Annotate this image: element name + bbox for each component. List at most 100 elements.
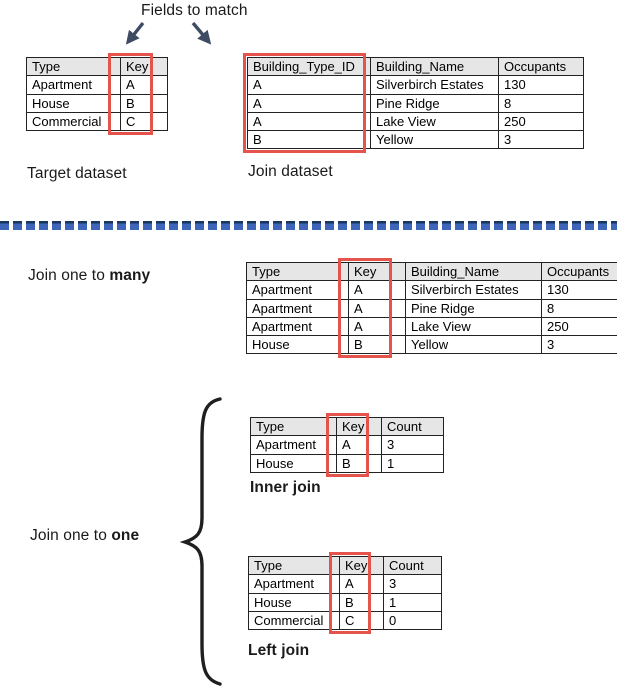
table-cell: 8 (541, 298, 617, 318)
column-header: Key (348, 261, 406, 282)
join-one-to-many-label-bold: many (109, 267, 151, 284)
table-cell: 3 (541, 335, 617, 355)
target-dataset-caption: Target dataset (27, 165, 127, 182)
column-header: Building_Name (370, 56, 499, 77)
section-divider (0, 221, 617, 230)
column-header: Count (381, 416, 444, 437)
fields-to-match-label: Fields to match (141, 2, 248, 19)
table-cell: B (336, 453, 382, 473)
table-cell: 3 (381, 435, 444, 455)
join-dataset-caption: Join dataset (248, 163, 333, 180)
table-cell: Apartment (246, 280, 349, 300)
table-cell: Apartment (246, 316, 349, 337)
table-cell: Commercial (248, 610, 340, 631)
left-join-caption: Left join (248, 642, 310, 659)
table-cell: Silverbirch Estates (405, 280, 542, 300)
table-cell: B (339, 592, 384, 612)
table-cell: A (247, 75, 371, 95)
table-cell: House (250, 453, 337, 473)
column-header: Occupants (498, 56, 584, 77)
column-header: Occupants (541, 261, 617, 282)
table-cell: Apartment (248, 574, 340, 594)
join-one-to-many-label: Join one to many (28, 267, 150, 285)
column-header: Key (336, 416, 382, 437)
table-cell: A (339, 574, 384, 594)
column-header: Key (120, 56, 168, 77)
table-cell: B (348, 335, 406, 355)
column-header: Type (250, 416, 337, 437)
table-cell: A (247, 93, 371, 113)
column-header: Count (383, 555, 442, 576)
inner-join-caption: Inner join (250, 479, 321, 496)
table-cell: 1 (381, 453, 444, 473)
column-header: Building_Type_ID (247, 56, 371, 77)
arrow-to-target-key-icon (125, 21, 145, 45)
join-one-to-one-label: Join one to one (30, 527, 139, 545)
table-cell: A (348, 280, 406, 300)
table-cell: Lake View (405, 316, 542, 337)
table-cell: Commercial (26, 111, 121, 132)
table-cell: House (246, 335, 349, 355)
table-cell: A (348, 298, 406, 318)
one-to-one-brace-icon (179, 397, 222, 686)
table-cell: Silverbirch Estates (370, 75, 499, 95)
table-cell: Pine Ridge (370, 93, 499, 113)
table-cell: 3 (383, 574, 442, 594)
table-cell: Apartment (250, 435, 337, 455)
table-cell: Yellow (370, 130, 499, 150)
table-cell: 130 (498, 75, 584, 95)
fields-to-match-arrows (125, 21, 212, 45)
table-cell: Lake View (370, 111, 499, 132)
arrow-to-join-key-icon (191, 21, 212, 45)
join-one-to-one-label-bold: one (111, 527, 140, 544)
table-cell: 250 (498, 111, 584, 132)
column-header: Type (26, 56, 121, 77)
table-cell: 8 (498, 93, 584, 113)
table-cell: C (339, 610, 384, 631)
column-header: Building_Name (405, 261, 542, 282)
table-cell: House (26, 93, 121, 113)
column-header: Type (246, 261, 349, 282)
table-cell: A (247, 111, 371, 132)
table-cell: 0 (383, 610, 442, 631)
table-cell: Pine Ridge (405, 298, 542, 318)
table-cell: B (247, 130, 371, 150)
table-cell: House (248, 592, 340, 612)
table-cell: 250 (541, 316, 617, 337)
table-cell: A (348, 316, 406, 337)
join-one-to-one-label-prefix: Join one to (30, 527, 112, 544)
table-cell: Apartment (246, 298, 349, 318)
table-cell: 130 (541, 280, 617, 300)
table-cell: 3 (498, 130, 584, 150)
table-cell: Yellow (405, 335, 542, 355)
